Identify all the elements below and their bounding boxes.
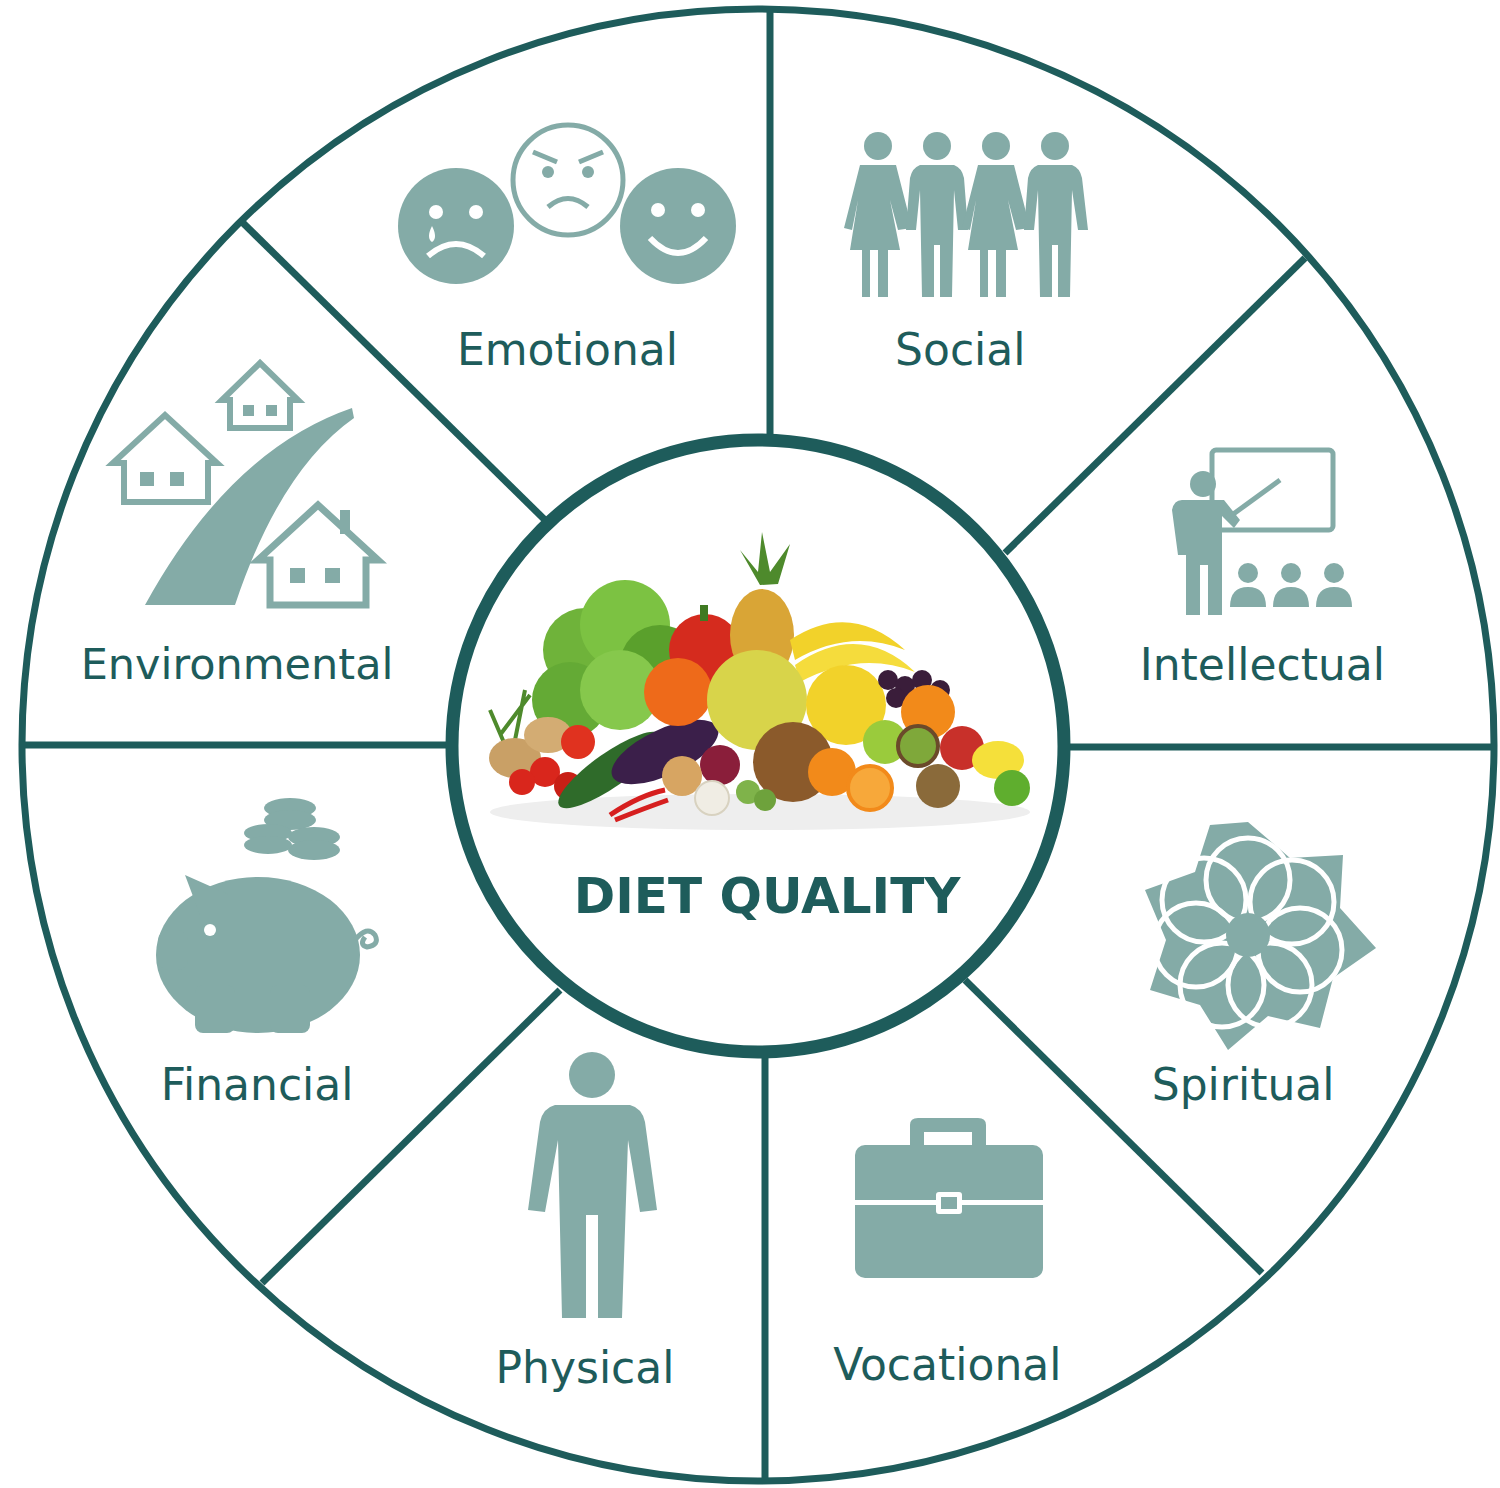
briefcase-icon	[855, 1118, 1043, 1278]
lotus-icon	[1145, 822, 1376, 1050]
person-icon	[528, 1052, 657, 1318]
sector-dividers	[22, 9, 1494, 1481]
sector-label: Social	[887, 321, 1034, 380]
sector-title: Vocational	[833, 1340, 1062, 1391]
sector-label: Financial	[153, 1056, 362, 1115]
neighborhood-icon	[113, 363, 378, 605]
sector-label: Environmental	[73, 636, 402, 694]
sector-title: Physical	[496, 1343, 675, 1394]
center-title: DIET QUALITY	[574, 868, 961, 926]
piggy-bank-icon	[156, 798, 376, 1033]
sector-title: Spiritual	[1152, 1060, 1335, 1111]
sector-title: Emotional	[456, 325, 678, 376]
outer-ring	[22, 9, 1494, 1481]
center-label: DIET QUALITY	[566, 864, 969, 930]
people-icon	[844, 132, 1088, 297]
center-circle-outline	[452, 440, 1064, 1052]
sector-label: Vocational	[825, 1336, 1070, 1395]
sector-label: Emotional	[448, 321, 686, 380]
teacher-icon	[1172, 450, 1352, 615]
sector-title: Financial	[161, 1060, 354, 1111]
sector-label: Physical	[488, 1339, 683, 1398]
sector-title: Intellectual	[1139, 640, 1385, 691]
sector-label: Spiritual	[1144, 1056, 1343, 1115]
sector-title: Social	[895, 325, 1026, 376]
sector-label: Intellectual	[1131, 636, 1393, 695]
sector-title: Environmental	[81, 640, 394, 689]
produce-illustration	[489, 532, 1030, 830]
emotion-faces	[398, 125, 736, 284]
